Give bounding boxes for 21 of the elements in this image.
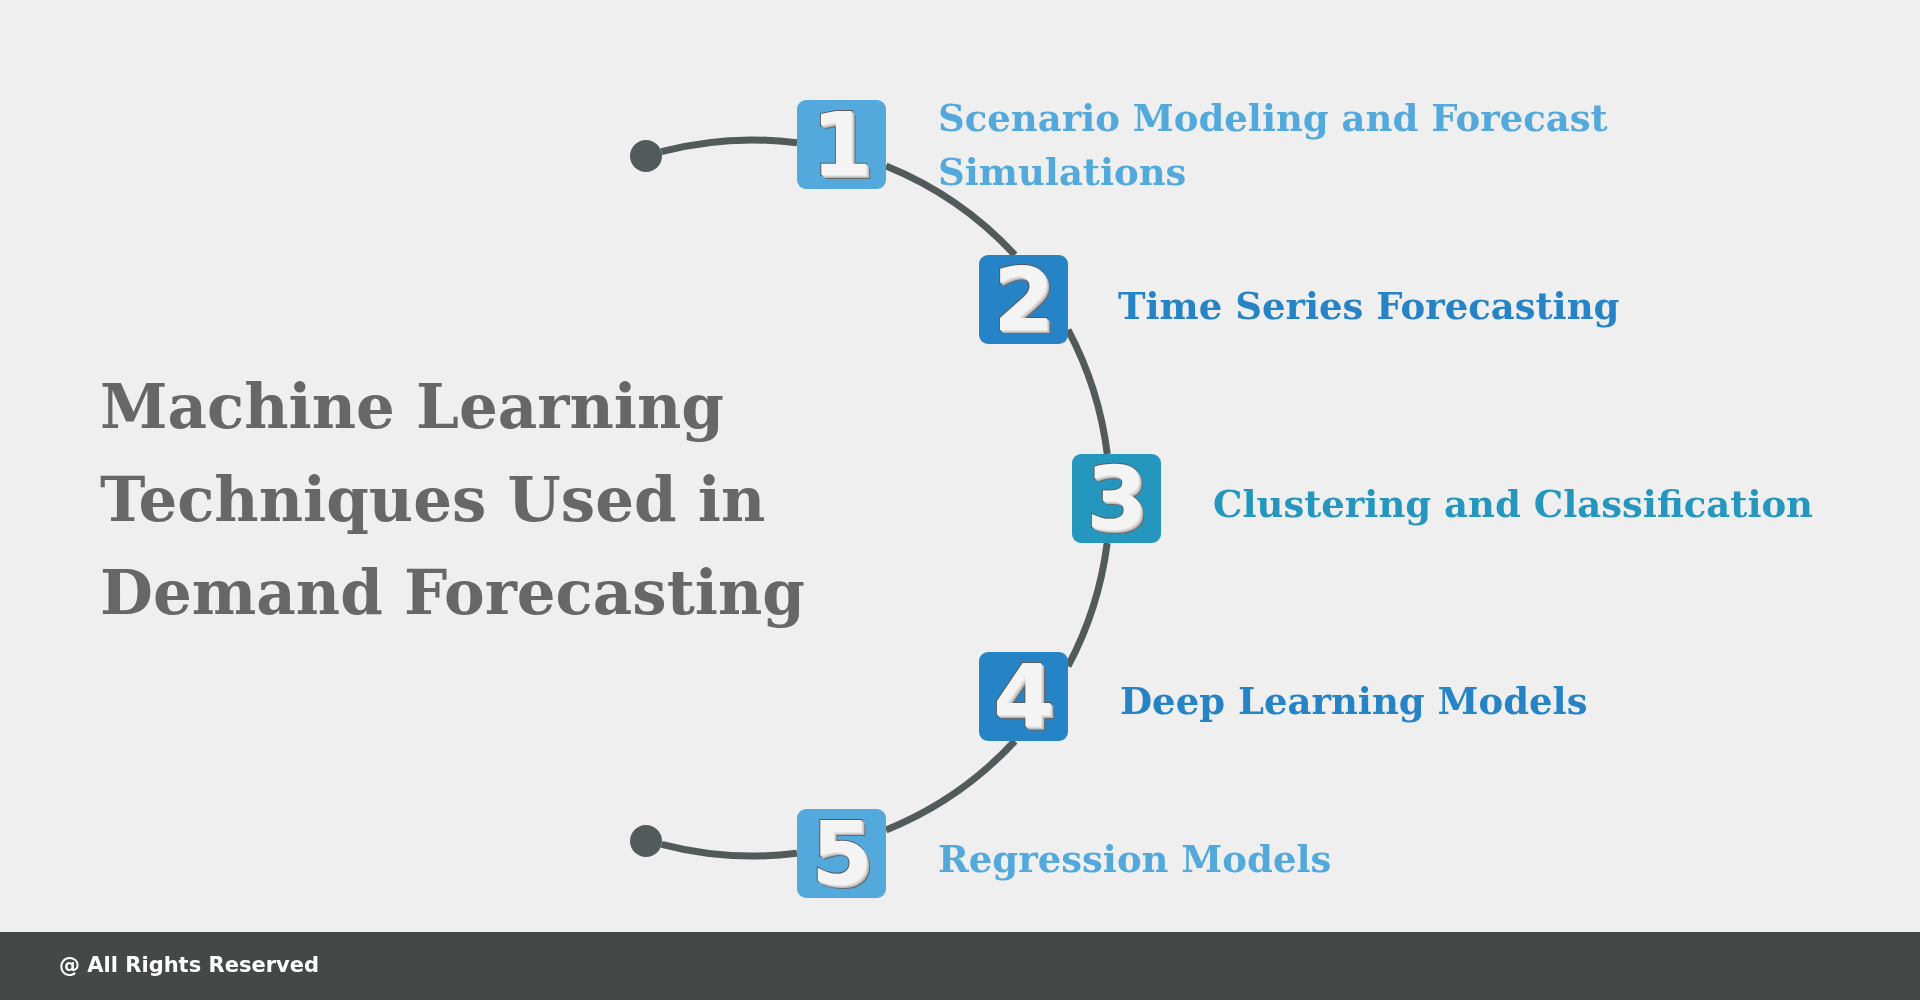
title: Machine Learning Techniques Used in Demand Forecasting bbox=[100, 370, 806, 630]
number-badge bbox=[797, 100, 886, 189]
copyright-text: @ All Rights Reserved bbox=[59, 952, 319, 980]
number-badge bbox=[979, 255, 1068, 344]
step-label: Clustering and Classification bbox=[1213, 481, 1815, 528]
number-badge bbox=[797, 809, 886, 898]
arc-connector bbox=[660, 136, 798, 156]
number-badge bbox=[1072, 454, 1161, 543]
step-label: Deep Learning Models bbox=[1120, 678, 1589, 725]
step-label: Regression Models bbox=[938, 836, 1333, 883]
number-badge bbox=[979, 652, 1068, 741]
step-number: 4 bbox=[992, 652, 1055, 741]
step-number: 5 bbox=[810, 809, 873, 898]
step-number: 3 bbox=[1085, 454, 1148, 543]
step-number: 1 bbox=[810, 100, 873, 189]
step-label: Time Series Forecasting bbox=[1118, 283, 1621, 330]
step-label: Scenario Modeling and Forecast Simulations bbox=[938, 95, 1609, 196]
arc-connector bbox=[884, 162, 1018, 258]
arc-connector bbox=[660, 841, 798, 860]
arc-connector bbox=[884, 738, 1018, 834]
step-number: 2 bbox=[992, 255, 1055, 344]
